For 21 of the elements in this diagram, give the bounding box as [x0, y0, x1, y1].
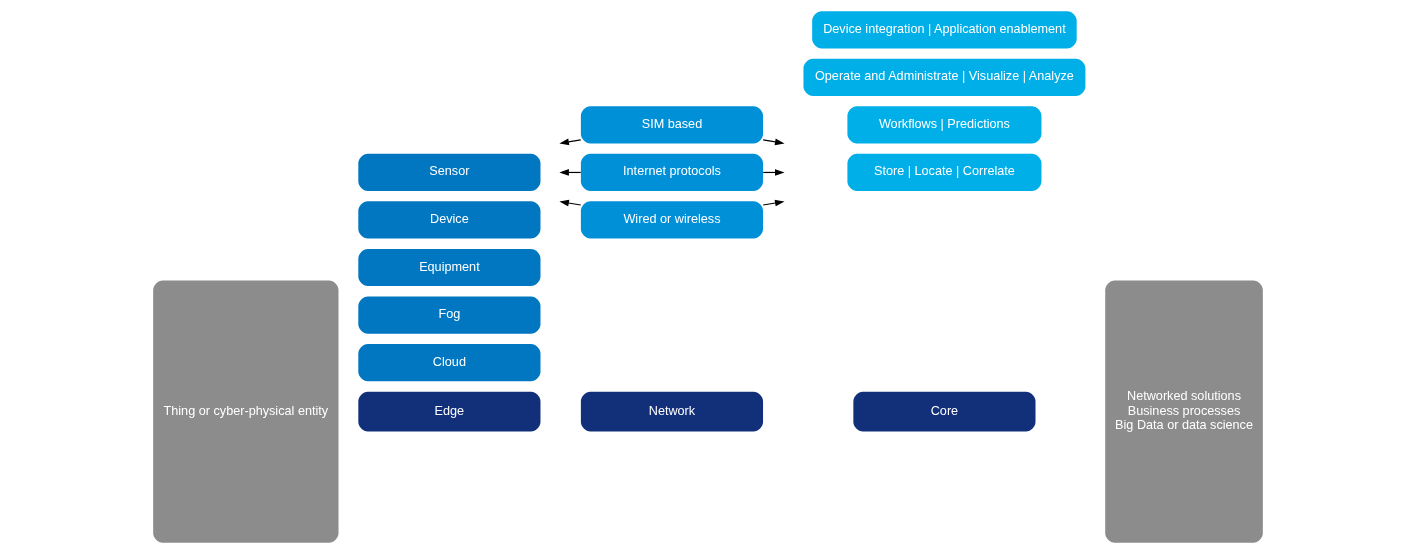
node-box: Device [357, 201, 540, 239]
arrow [558, 199, 581, 207]
node-box: Networked solutions Business processes Big Data or data science [1104, 280, 1263, 543]
node-box: Operate and Administrate | Visualize | Analyze [802, 58, 1085, 96]
node-box: Network [580, 391, 763, 432]
node-box: Fog [357, 296, 540, 334]
node-box: Sensor [357, 153, 540, 192]
node-box: Core [852, 391, 1035, 432]
node-box: Edge [357, 391, 540, 432]
node-box: Thing or cyber-physical entity [152, 280, 338, 543]
node-box: Wired or wireless [580, 201, 763, 239]
node-box: Cloud [357, 343, 540, 382]
node-box: Device integration | Application enablement [811, 11, 1077, 49]
node-box: Workflows | Predictions [846, 106, 1041, 144]
arrow [762, 199, 785, 207]
node-box: Store | Locate | Correlate [846, 153, 1041, 192]
node-box: SIM based [580, 106, 763, 144]
arrow [762, 138, 785, 146]
node-box: Internet protocols [580, 153, 763, 192]
node-box: Equipment [357, 248, 540, 287]
arrow [558, 138, 581, 146]
